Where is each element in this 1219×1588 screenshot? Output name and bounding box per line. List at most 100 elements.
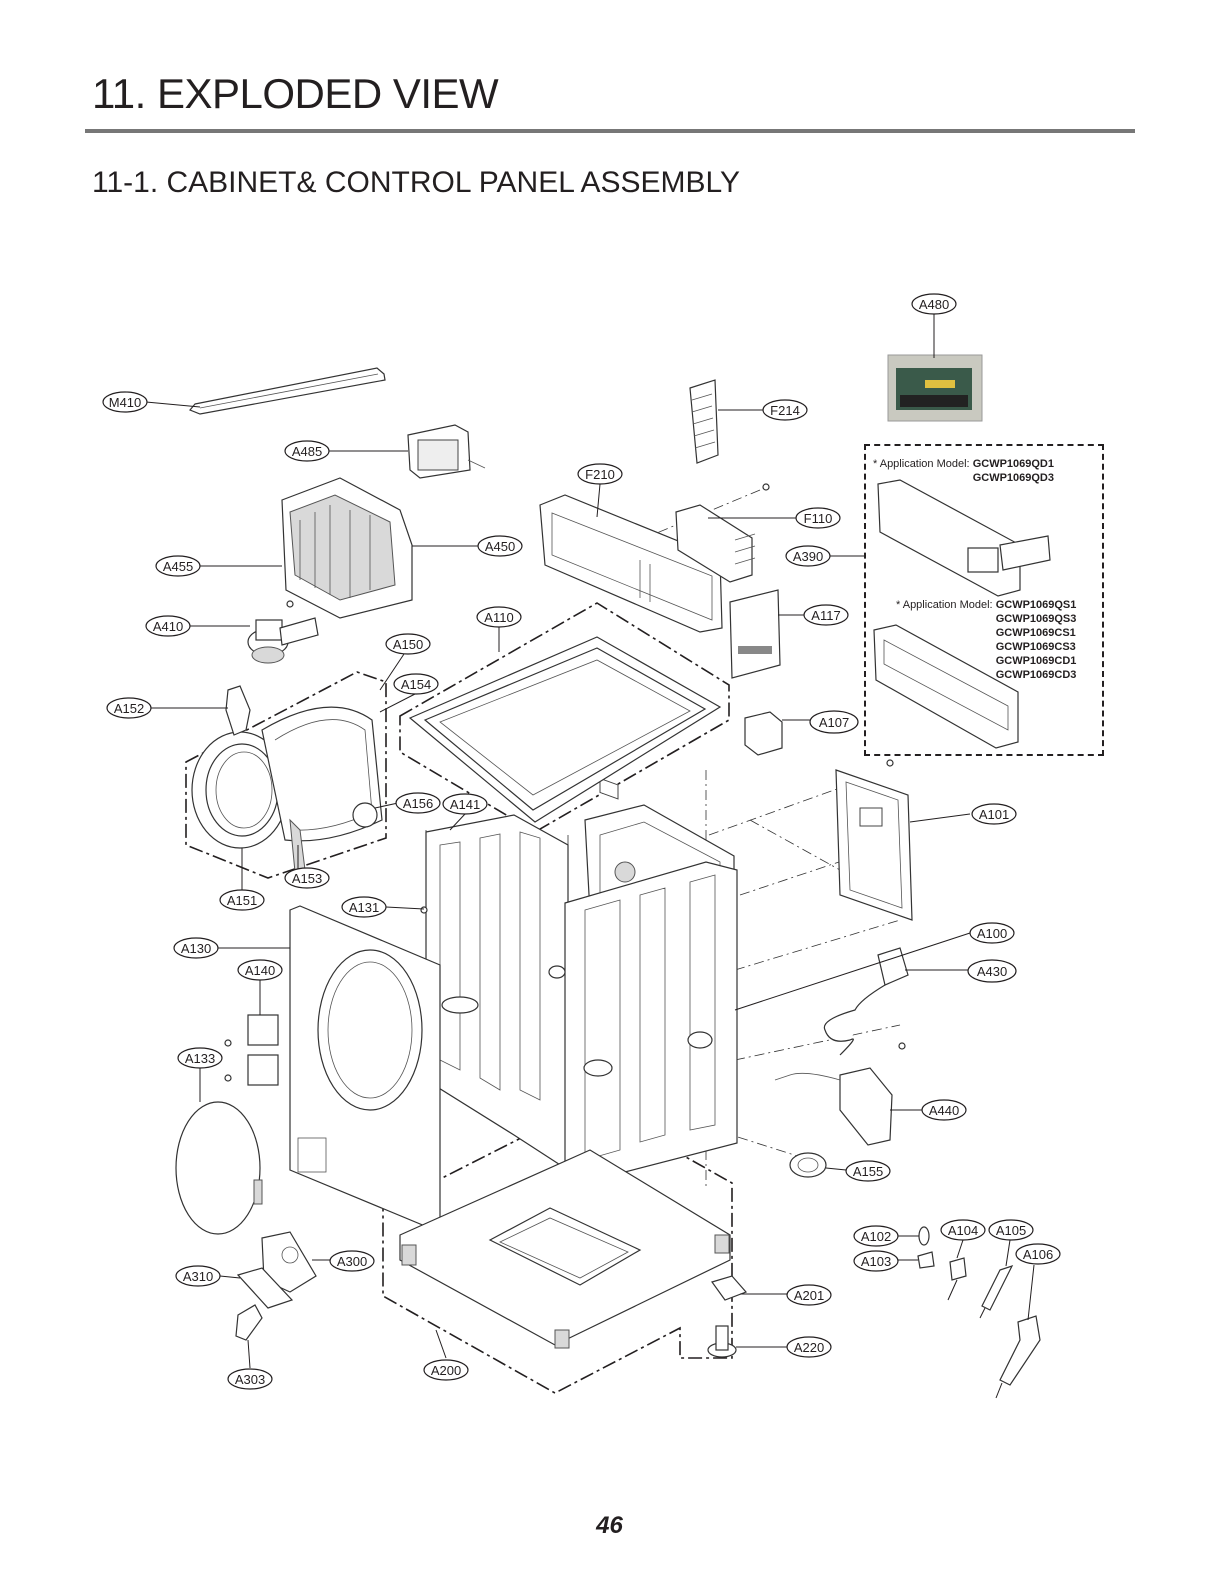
application-panel-1	[877, 479, 1051, 597]
page-title: 11. EXPLODED VIEW	[92, 70, 499, 117]
svg-text:A156: A156	[403, 796, 433, 811]
callout-a151: A151	[219, 889, 265, 911]
model-number: GCWP1069QS3	[995, 613, 1077, 625]
svg-text:A131: A131	[349, 900, 379, 915]
svg-text:A201: A201	[794, 1288, 824, 1303]
filter-cover	[236, 1231, 317, 1309]
display-module	[407, 424, 486, 479]
callout-a440: A440	[921, 1099, 967, 1121]
application-note-2: * Application Model: GCWP1069QS1 GCWP106…	[896, 598, 1076, 682]
door-assembly	[191, 706, 383, 873]
callout-a107: A107	[809, 710, 859, 734]
svg-text:A104: A104	[948, 1223, 978, 1238]
page-number: 46	[596, 1512, 623, 1539]
cabinet-right-side	[548, 861, 738, 1181]
top-bracket	[189, 367, 386, 415]
top-plate	[408, 636, 722, 823]
callout-a310: A310	[175, 1265, 221, 1287]
svg-text:A300: A300	[337, 1254, 367, 1269]
callout-a117: A117	[803, 604, 849, 626]
sensor-parts	[947, 1257, 1041, 1399]
callout-a133: A133	[177, 1047, 223, 1069]
lid-latch	[744, 711, 783, 756]
front-panel	[289, 905, 441, 1227]
svg-text:A390: A390	[793, 549, 823, 564]
svg-text:A117: A117	[811, 608, 840, 623]
door-hinge	[225, 685, 251, 736]
main-pcb-photo	[887, 354, 983, 422]
callout-a140: A140	[237, 959, 283, 981]
control-pcb	[675, 504, 756, 583]
callout-f214: F214	[762, 399, 808, 421]
screws	[224, 483, 906, 1082]
svg-text:A154: A154	[401, 677, 431, 692]
top-plate-group-outline	[399, 602, 730, 833]
water-valve	[247, 617, 319, 664]
callout-a153: A153	[284, 867, 330, 889]
callout-a150: A150	[385, 633, 431, 655]
svg-text:A153: A153	[292, 871, 322, 886]
svg-text:A440: A440	[929, 1103, 959, 1118]
svg-text:A151: A151	[227, 893, 257, 908]
button-strip	[689, 379, 719, 464]
callout-m410: M410	[102, 391, 148, 413]
callout-a201: A201	[786, 1284, 832, 1306]
callout-a104: A104	[940, 1219, 986, 1241]
callout-f110: F110	[795, 507, 841, 529]
back-cover	[835, 769, 913, 921]
callout-a102: A102	[853, 1225, 899, 1247]
callout-a303: A303	[227, 1368, 273, 1390]
door-hinge-brackets	[247, 1014, 279, 1086]
callout-a103: A103	[853, 1250, 899, 1272]
model-number: GCWP1069CS1	[995, 627, 1076, 639]
base-bracket	[711, 1275, 748, 1301]
gasket-clamp-ring	[175, 1101, 263, 1235]
drain-filter	[235, 1304, 263, 1341]
callout-a110: A110	[476, 606, 522, 628]
svg-text:A110: A110	[484, 610, 513, 625]
svg-text:F110: F110	[804, 511, 833, 526]
svg-text:A430: A430	[977, 964, 1007, 979]
drain-plug-cap	[789, 1152, 827, 1178]
svg-text:F210: F210	[585, 467, 615, 482]
application-note-label: * Application Model:	[873, 458, 970, 470]
model-number: GCWP1069CS3	[995, 641, 1076, 653]
application-model-list: GCWP1069QS1 GCWP1069QS3 GCWP1069CS1 GCWP…	[996, 598, 1077, 682]
control-housing	[281, 477, 413, 619]
svg-text:A155: A155	[853, 1164, 883, 1179]
svg-text:A200: A200	[431, 1363, 461, 1378]
callout-a130: A130	[173, 937, 219, 959]
panel-bracket	[729, 589, 781, 679]
svg-text:A410: A410	[153, 619, 183, 634]
callout-a100: A100	[969, 922, 1015, 944]
svg-text:A101: A101	[979, 807, 1009, 822]
power-cord	[823, 947, 909, 1056]
callout-a455: A455	[155, 555, 201, 577]
model-number: GCWP1069QS1	[995, 599, 1077, 611]
application-model-box	[864, 444, 1104, 756]
svg-text:M410: M410	[109, 395, 142, 410]
section-title: 11-1. CABINET& CONTROL PANEL ASSEMBLY	[92, 166, 740, 199]
svg-text:A103: A103	[861, 1254, 891, 1269]
callout-a220: A220	[786, 1336, 832, 1358]
svg-text:A141: A141	[450, 797, 480, 812]
control-panel	[539, 494, 723, 800]
callout-a390: A390	[785, 545, 831, 567]
noise-filter	[774, 1067, 893, 1146]
callout-a300: A300	[329, 1250, 375, 1272]
callout-a131: A131	[341, 896, 387, 918]
application-model-list: GCWP1069QD1 GCWP1069QD3	[973, 457, 1054, 485]
svg-text:A100: A100	[977, 926, 1007, 941]
callout-a105: A105	[988, 1219, 1034, 1241]
callout-a430: A430	[967, 959, 1017, 983]
callout-a106: A106	[1015, 1243, 1061, 1265]
svg-text:A105: A105	[996, 1223, 1026, 1238]
callout-a154: A154	[393, 673, 439, 695]
base-frame	[399, 1149, 731, 1349]
svg-text:A455: A455	[163, 559, 193, 574]
model-number: GCWP1069CD1	[995, 655, 1077, 667]
model-number: GCWP1069QD1	[972, 458, 1054, 470]
svg-text:A480: A480	[919, 297, 949, 312]
application-note-1: * Application Model: GCWP1069QD1 GCWP106…	[873, 457, 1054, 485]
svg-text:F214: F214	[770, 403, 800, 418]
